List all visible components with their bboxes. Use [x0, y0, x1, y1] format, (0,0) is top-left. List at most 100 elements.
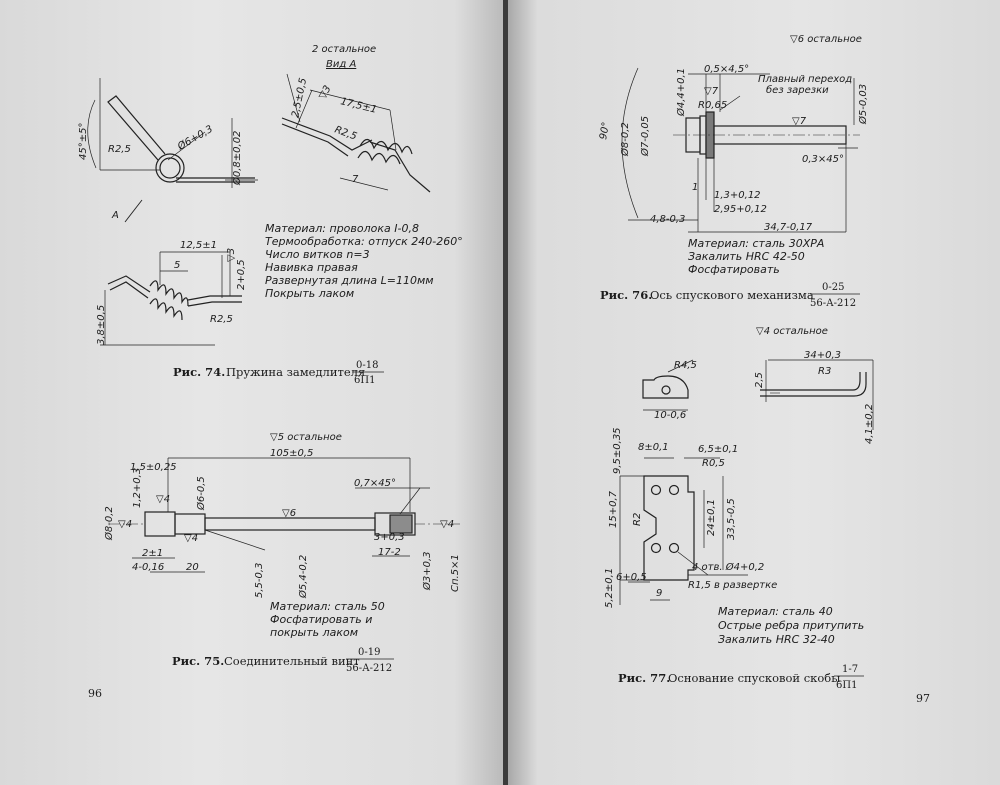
fig77-dim-b: 10-0,6	[654, 410, 686, 421]
fig75-dim-h: 20	[186, 562, 199, 573]
fig76-dim-k: Ø5-0,03	[857, 84, 869, 125]
fig74-dim-wire: Ø0,8±0,02	[231, 131, 243, 186]
fig75-rough-5: ▽4	[156, 494, 170, 505]
fig75-dim-a: 1,5±0,25	[130, 462, 177, 473]
fig74-dim-d9: R2,5	[210, 314, 233, 325]
fig74-dim-d6: 5	[174, 260, 180, 271]
fig76-code-top: 0-25	[822, 282, 844, 293]
left-page: 2 остальное Вид А А 45°±5° R2,5 Ø6+0,3 Ø…	[0, 0, 505, 785]
fig75-drawing	[110, 457, 460, 573]
fig77-dim-d: 2,5	[754, 372, 765, 388]
fig74-caption-text: Пружина замедлителя	[226, 365, 365, 379]
fig76-roughness: ▽6 остальное	[790, 34, 862, 45]
fig74-dim-d8: 3,8±0,5	[96, 305, 107, 345]
fig77-roughness: ▽4 остальное	[756, 326, 828, 337]
fig75-labels: ▽5 остальное 105±0,5 1,5±0,25 1,2+0,3 Ø6…	[88, 432, 461, 700]
fig76-dim-e: R0,65	[698, 100, 727, 111]
fig74-note-3: Число витков n=3	[265, 248, 370, 261]
fig77-dim-k: 15+0,7	[608, 490, 619, 528]
fig77-side-part	[760, 359, 874, 430]
fig77-note-2: Острые ребра притупить	[718, 619, 864, 632]
fig77-dim-q: 6+0,5	[616, 572, 647, 583]
fig77-code-bottom: 6П1	[836, 680, 857, 691]
fig76-dim-l: 0,3×45°	[802, 154, 844, 165]
fig77-dim-l: R2	[632, 513, 643, 526]
fig77-dim-i: 6,5±0,1	[698, 444, 738, 455]
right-page: ▽6 остальное 0,5×4,5° Плавный переход бе…	[508, 0, 1000, 785]
fig76-dim-q: 34,7-0,17	[764, 222, 813, 233]
fig77-dim-o: 4 отв. Ø4+0,2	[692, 561, 764, 573]
fig76-note-2: Закалить HRC 42-50	[688, 250, 805, 263]
fig74-front-view	[87, 78, 258, 223]
fig76-dim-b: Плавный переход	[758, 74, 852, 85]
fig75-dim-m: Ø3+0,3	[421, 551, 433, 591]
fig75-note-2: Фосфатировать и	[270, 613, 372, 626]
fig75-caption-prefix: Рис. 75.	[172, 654, 224, 668]
fig76-dim-a: 0,5×4,5°	[704, 64, 749, 75]
fig76-note-3: Фосфатировать	[688, 263, 780, 276]
fig74-arrow-label: А	[111, 210, 119, 221]
fig76-code-bottom: 56-А-212	[810, 298, 856, 309]
fig74-dim-radius: R2,5	[108, 144, 131, 155]
fig77-dim-s: 9	[656, 588, 662, 599]
fig76-dim-n: 1,3+0,12	[714, 190, 761, 201]
left-page-number: 96	[88, 687, 102, 700]
fig76-drawing	[621, 67, 860, 233]
fig75-dim-l: 17-2	[378, 547, 401, 558]
fig75-dim-i: 5,5-0,3	[254, 563, 265, 598]
fig75-rough-4: ▽4	[440, 519, 454, 530]
book-gutter	[503, 0, 510, 785]
fig77-dim-n: 33,5-0,5	[726, 498, 737, 540]
fig77-dim-a: R4,5	[674, 360, 697, 371]
fig75-rough-3: ▽6	[282, 508, 296, 519]
fig77-caption-text: Основание спусковой скобы	[668, 671, 840, 685]
fig76-dim-c: без зарезки	[766, 84, 829, 96]
fig76-dim-g: Ø8-0,2	[619, 122, 631, 157]
fig74-view-a	[281, 73, 431, 193]
fig77-dim-e: R3	[818, 366, 831, 377]
fig75-code-top: 0-19	[358, 647, 380, 658]
fig77-dim-p: R1,5 в развертке	[688, 580, 777, 591]
fig74-note-2: Термообработка: отпуск 240-260°	[265, 235, 463, 248]
fig76-dim-h: Ø7-0,05	[639, 116, 651, 157]
fig76-dim-i: 90°	[598, 121, 612, 140]
fig75-note-1: Материал: сталь 50	[270, 600, 385, 613]
fig77-caption-prefix: Рис. 77.	[618, 671, 670, 685]
fig74-note-5: Развернутая длина L=110мм	[265, 274, 434, 287]
fig75-dim-k: 3+0,3	[374, 532, 405, 543]
right-page-number: 97	[916, 692, 930, 705]
fig76-caption-text: Ось спускового механизма	[650, 288, 814, 302]
fig74-dim-d5: 12,5±1	[180, 240, 217, 251]
fig76-dim-m: 1	[692, 182, 698, 193]
fig77-top-part	[642, 359, 694, 411]
fig77-note-3: Закалить HRC 32-40	[718, 633, 835, 646]
fig74-dim-d7: 2+0,5	[236, 259, 247, 290]
fig75-roughness: ▽5 остальное	[270, 432, 342, 443]
fig74-caption-prefix: Рис. 74.	[173, 365, 225, 379]
fig76-dim-j: ▽7	[792, 116, 807, 127]
fig75-rough-1: ▽4	[118, 519, 132, 530]
fig77-dim-j: R0,5	[702, 458, 725, 469]
fig77-note-1: Материал: сталь 40	[718, 605, 833, 618]
fig75-dim-b: 1,2+0,3	[132, 468, 143, 508]
fig74-code-bottom: 6П1	[354, 375, 375, 386]
fig75-dim-total: 105±0,5	[270, 448, 313, 459]
fig76-dim-f: Ø4,4+0,1	[675, 68, 687, 117]
fig77-dim-f: 4,1±0,2	[864, 404, 875, 444]
fig74-note-4: Навивка правая	[265, 261, 358, 274]
fig77-dim-g: 8±0,1	[638, 442, 669, 453]
fig75-dim-g: 4-0,16	[132, 562, 164, 573]
fig74-dim-angle: 45°±5°	[78, 123, 89, 160]
fig75-dim-d: Ø8-0,2	[103, 506, 115, 541]
fig75-caption-text: Соединительный винт	[224, 654, 360, 668]
fig77-code-top: 1-7	[842, 664, 858, 675]
fig75-dim-n: Сп.5×1	[450, 554, 461, 592]
fig75-dim-c: Ø6-0,5	[195, 476, 207, 511]
fig74-roughness: 2 остальное	[312, 44, 376, 55]
right-page-drawings	[619, 67, 874, 605]
fig76-note-1: Материал: сталь 30ХРА	[688, 237, 824, 250]
fig76-dim-o: 2,95+0,12	[714, 204, 767, 215]
fig74-note-1: Материал: проволока I-0,8	[265, 222, 419, 235]
fig75-rough-2: ▽4	[184, 533, 198, 544]
